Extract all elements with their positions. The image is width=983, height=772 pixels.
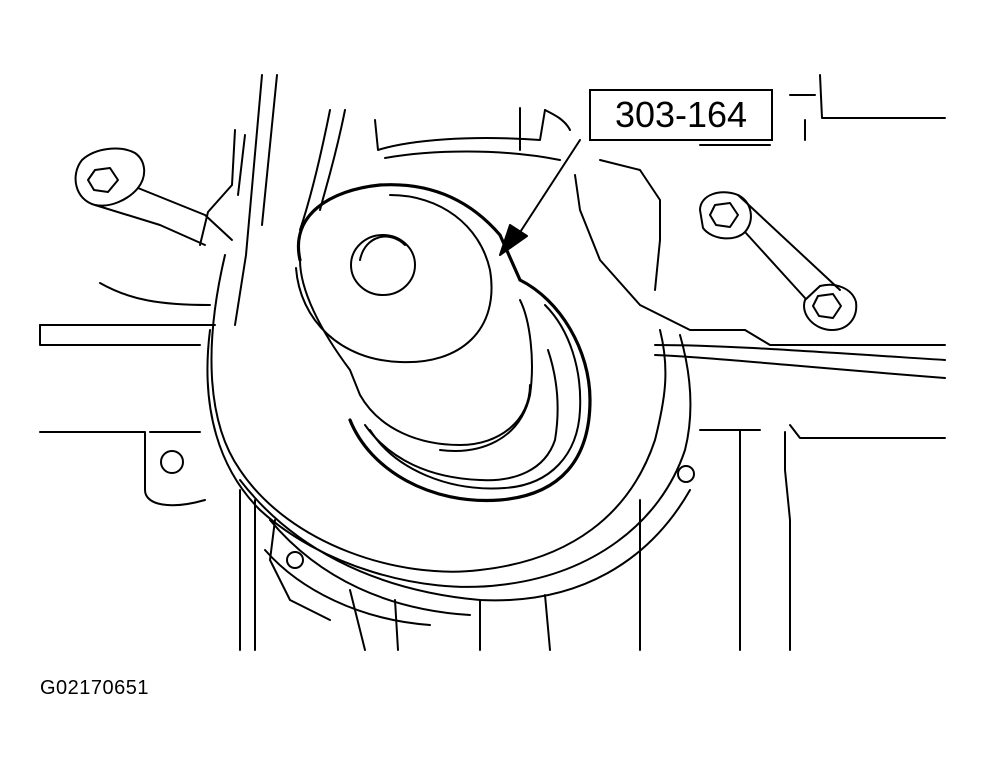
right-bolt bbox=[699, 191, 858, 331]
callout-leader bbox=[499, 139, 581, 256]
upper-housing bbox=[299, 74, 946, 346]
seal-installer-tool bbox=[295, 183, 592, 503]
left-housing bbox=[39, 74, 278, 651]
front-cover-groove bbox=[206, 254, 692, 651]
tool-bore bbox=[350, 234, 416, 296]
left-bolt-hole bbox=[160, 450, 184, 474]
figure-id: G02170651 bbox=[40, 677, 150, 699]
left-bolt bbox=[74, 147, 233, 246]
tool-callout-label: 303-164 bbox=[589, 89, 773, 141]
lower-bolt-hole bbox=[286, 551, 304, 569]
callout-arrowhead bbox=[499, 224, 528, 256]
right-bolt-hole bbox=[677, 465, 695, 483]
right-housing bbox=[639, 344, 946, 651]
